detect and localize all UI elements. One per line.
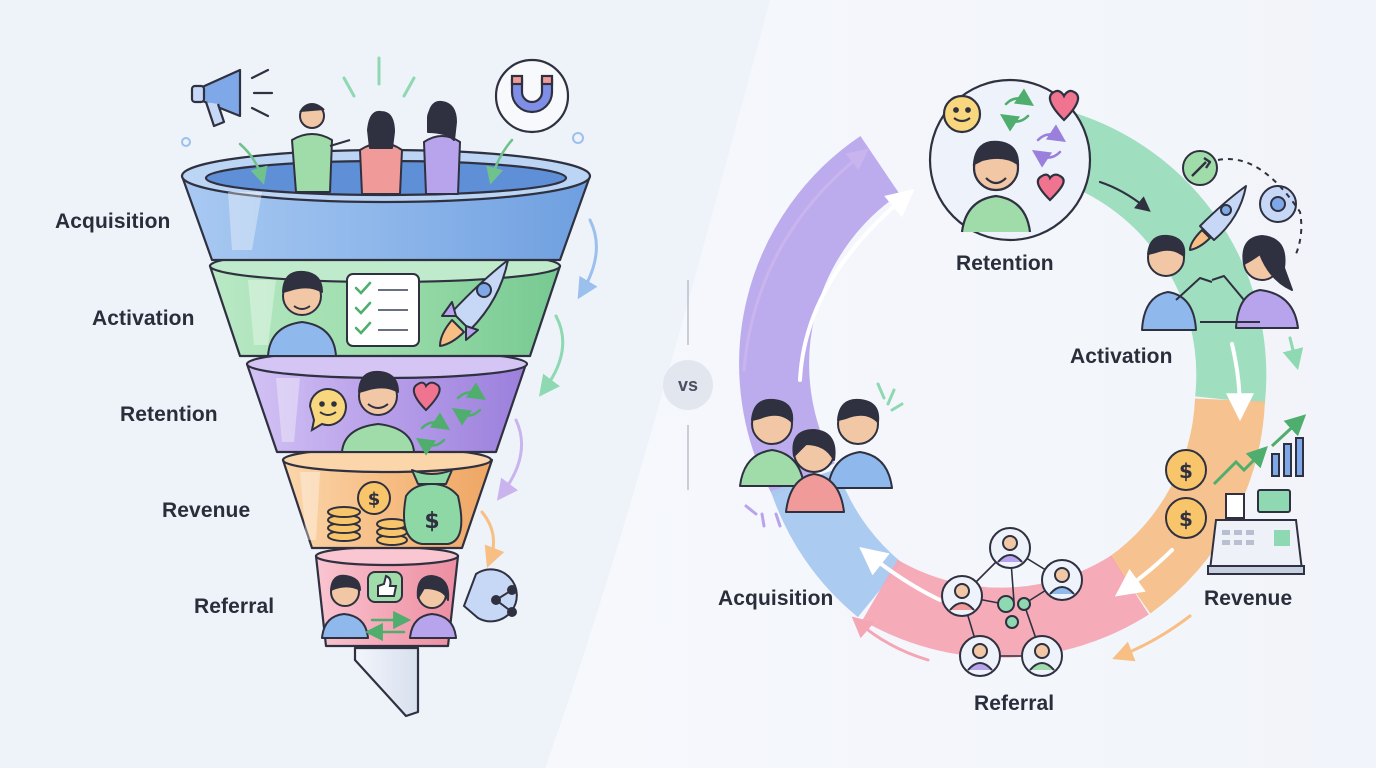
magnet-icon (494, 58, 570, 134)
activation-node-icon (1141, 150, 1303, 331)
activation-person-icon (267, 270, 337, 357)
funnel-label-retention: Retention (120, 403, 218, 426)
svg-text:$: $ (368, 489, 381, 510)
vs-badge: vs (663, 360, 713, 410)
sync-icon (415, 382, 487, 456)
rocket-icon (439, 259, 509, 347)
cycle-label-revenue: Revenue (1204, 587, 1293, 610)
coins-icon: $ (327, 481, 408, 546)
funnel-label-revenue: Revenue (162, 499, 251, 522)
revenue-node-icon: $ $ (1165, 414, 1307, 575)
svg-text:$: $ (1179, 459, 1193, 483)
money-bag-icon: $ (403, 469, 463, 545)
funnel-label-acquisition: Acquisition (55, 210, 171, 233)
cycle-label-activation: Activation (1070, 345, 1173, 368)
cycle-label-acquisition: Acquisition (718, 587, 834, 610)
referral-network-icon (941, 527, 1083, 677)
svg-text:$: $ (1179, 507, 1193, 531)
funnel-label-referral: Referral (194, 595, 275, 618)
cycle-label-referral: Referral (974, 692, 1055, 715)
funnel-spout (353, 646, 420, 718)
svg-text:$: $ (424, 509, 439, 534)
thumbs-up-icon (367, 571, 403, 603)
megaphone-icon (190, 68, 274, 128)
acquisition-people-icon (291, 100, 461, 195)
retention-person-icon (341, 370, 415, 453)
checklist-icon (346, 273, 420, 347)
acquisition-group-icon (739, 398, 893, 513)
smiley-chat-icon (308, 388, 347, 433)
retention-node-icon (928, 78, 1092, 242)
funnel-label-activation: Activation (92, 307, 195, 330)
cycle-label-retention: Retention (956, 252, 1054, 275)
heart-icon (412, 381, 441, 412)
share-icon (462, 568, 518, 623)
exchange-arrows-icon (364, 610, 412, 642)
